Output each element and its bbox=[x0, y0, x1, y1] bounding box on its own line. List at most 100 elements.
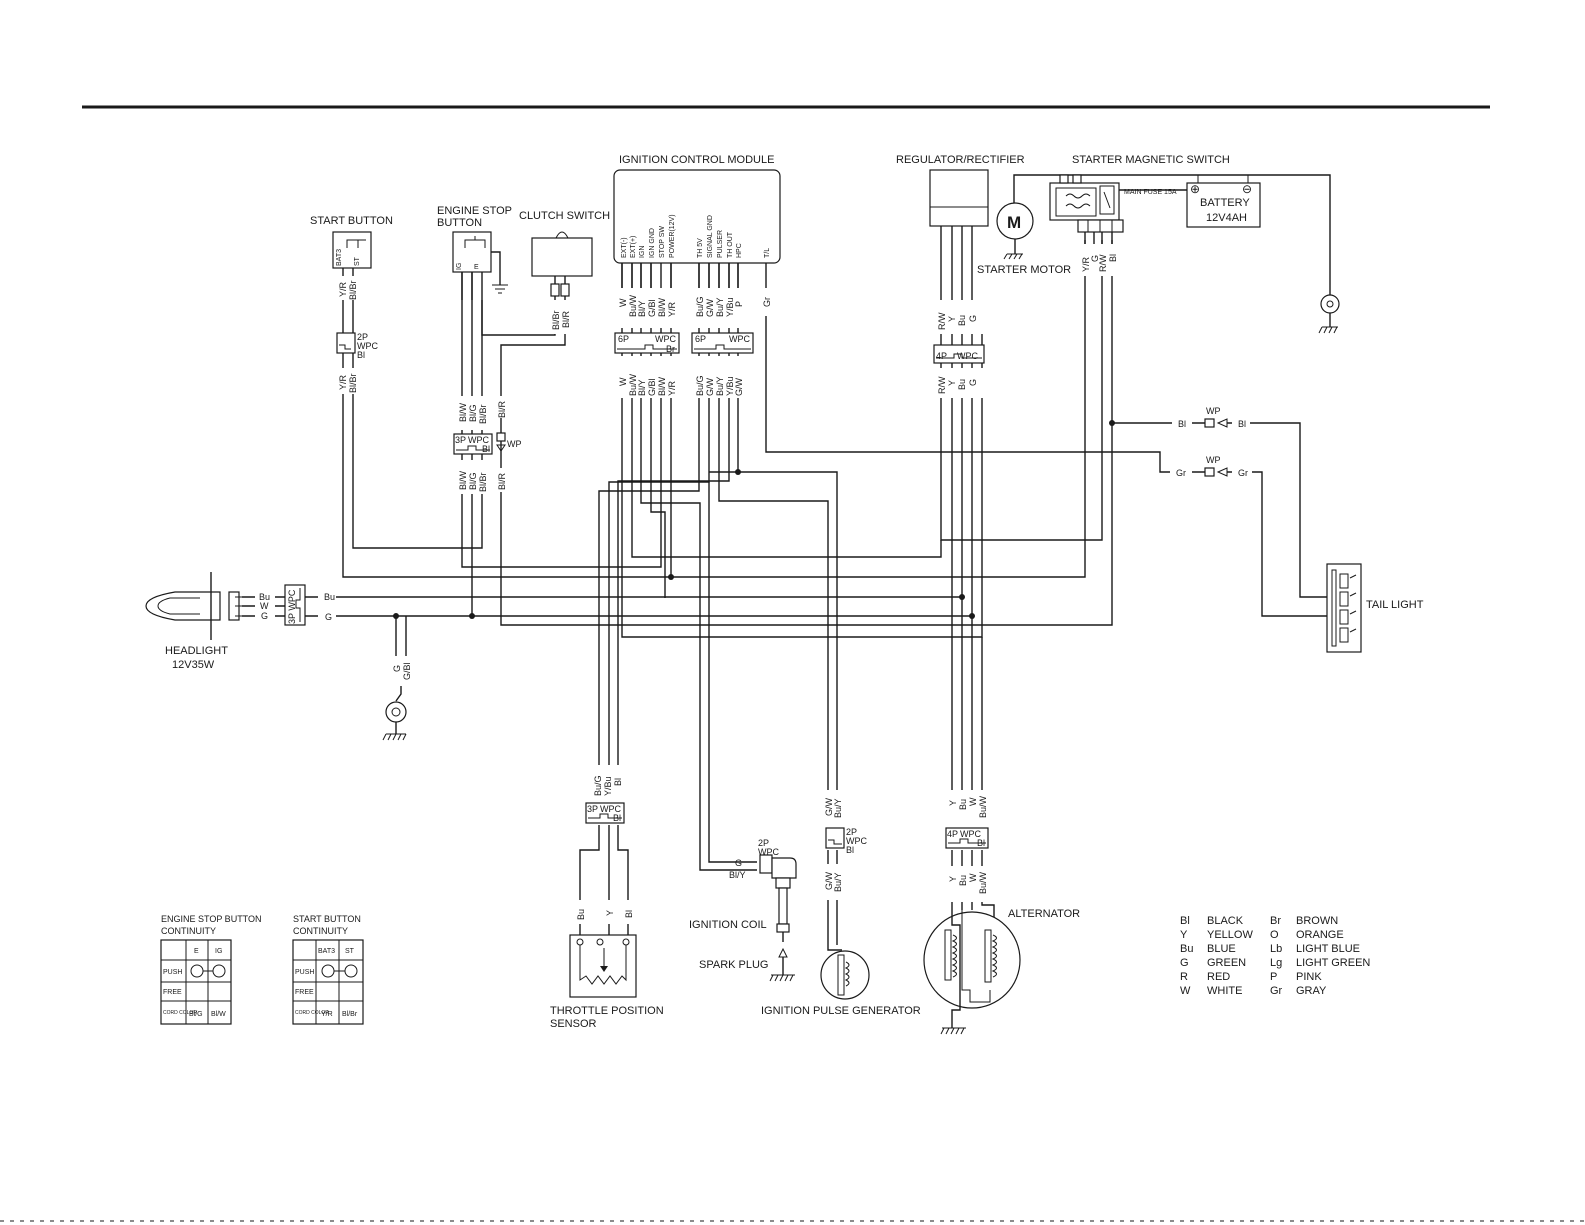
legend-code-3: G bbox=[1180, 957, 1189, 969]
alternator-label: ALTERNATOR bbox=[1008, 908, 1080, 920]
legend-name-7: ORANGE bbox=[1296, 929, 1344, 941]
pulse-wire-buy-b: Bu/Y bbox=[833, 872, 843, 892]
pulse-wire-buy: Bu/Y bbox=[833, 798, 843, 818]
es-row-free: FREE bbox=[163, 989, 182, 996]
throttle-position-sensor: Bu/G Y/Bu Bl 3P WPC Bl Bu Y Bl THROTTLE … bbox=[550, 765, 664, 1030]
es-cord-2: Bl/W bbox=[211, 1011, 226, 1018]
icm-pin-ext-pos: EXT(+) bbox=[630, 236, 637, 258]
sb-row-free: FREE bbox=[295, 989, 314, 996]
clutch-switch-label: CLUTCH SWITCH bbox=[519, 210, 610, 222]
tps-wpc: WPC bbox=[600, 804, 621, 814]
legend-code-8: Lb bbox=[1270, 943, 1282, 955]
icm-wire-w-b: W bbox=[618, 377, 628, 386]
icm-pin-th5v: TH 5V bbox=[697, 238, 704, 258]
headlight-rating: 12V35W bbox=[172, 659, 215, 671]
battery: ⊕ ⊖ BATTERY 12V4AH bbox=[1186, 175, 1340, 334]
headlight-wire-bu: Bu bbox=[259, 592, 270, 602]
pulse-wpc: WPC bbox=[846, 836, 867, 846]
coil-wire-g: G bbox=[735, 858, 742, 868]
legend-code-10: P bbox=[1270, 971, 1277, 983]
headlight-3p-wpc: 3P WPC bbox=[287, 589, 297, 624]
c6p-right-type: WPC bbox=[729, 334, 750, 344]
start-wire-yr: Y/R bbox=[338, 281, 348, 297]
icm-pin-ign: IGN bbox=[639, 246, 646, 258]
legend-name-6: BROWN bbox=[1296, 915, 1338, 927]
icm-wire-gbl: G/Bl bbox=[647, 299, 657, 317]
legend-name-4: RED bbox=[1207, 971, 1230, 983]
engine-stop-wire-blw-b: Bl/W bbox=[458, 470, 468, 490]
alt-wire-y-b: Y bbox=[948, 876, 958, 882]
legend-code-5: W bbox=[1180, 985, 1191, 997]
engine-stop-bl: Bl bbox=[482, 444, 490, 454]
coil-wpc: WPC bbox=[758, 847, 779, 857]
tps-wire-ybu: Y/Bu bbox=[603, 776, 613, 796]
legend-name-11: GRAY bbox=[1296, 985, 1327, 997]
icm-pin-ext-neg: EXT(-) bbox=[621, 237, 628, 258]
icm-wire-w: W bbox=[618, 298, 628, 307]
pulse-wire-gw-b: G/W bbox=[824, 871, 834, 890]
alt-wire-w-b: W bbox=[968, 873, 978, 882]
legend-code-6: Br bbox=[1270, 915, 1281, 927]
start-2p: 2P bbox=[357, 332, 368, 342]
engine-stop-e: E bbox=[474, 264, 479, 271]
engine-stop-wire-blbr: Bl/Br bbox=[478, 404, 488, 424]
tps-label-1: THROTTLE POSITION bbox=[550, 1005, 664, 1017]
tps-wire-y-b: Y bbox=[605, 910, 615, 916]
bus-wires bbox=[305, 174, 1331, 951]
clutch-wp-wire-b: Bl/R bbox=[497, 472, 507, 490]
icm-wire-blw: Bl/W bbox=[657, 297, 667, 317]
engine-stop-continuity-table: ENGINE STOP BUTTON CONTINUITY E IG PUSH … bbox=[160, 914, 262, 1025]
frame-ground: G G/Bl bbox=[382, 656, 412, 741]
engine-stop-label-1: ENGINE STOP bbox=[437, 205, 512, 217]
battery-rating: 12V4AH bbox=[1206, 212, 1247, 224]
c6p-right-size: 6P bbox=[695, 334, 706, 344]
spark-plug-label: SPARK PLUG bbox=[699, 959, 769, 971]
legend-code-11: Gr bbox=[1270, 985, 1283, 997]
reg-wire-bu: Bu bbox=[957, 315, 967, 326]
icm-wire-labels: W Bu/W Bl/Y G/Bl Bl/W Y/R Bu/G G/W Bu/Y … bbox=[615, 288, 773, 328]
alt-wire-bu: Bu bbox=[958, 799, 968, 810]
headlight-wire-w: W bbox=[260, 601, 269, 611]
start-button-label: START BUTTON bbox=[310, 215, 393, 227]
tps-bl: Bl bbox=[613, 813, 621, 823]
tail-wp-2: WP bbox=[1206, 455, 1221, 465]
icm-wire-gbl-b: G/Bl bbox=[647, 378, 657, 396]
starter-motor: M STARTER MOTOR bbox=[977, 202, 1071, 276]
es-col-e: E bbox=[194, 948, 199, 955]
start-bl: Bl bbox=[357, 350, 365, 360]
connector-6p-left: 6P WPC Br bbox=[614, 332, 680, 354]
ground-wire-gbl: G/Bl bbox=[402, 662, 412, 680]
clutch-wp: WP bbox=[507, 439, 522, 449]
tps-wire-bl-b: Bl bbox=[624, 910, 634, 918]
c6p-left-size: 6P bbox=[618, 334, 629, 344]
start-wire-blbr: Bl/Br bbox=[348, 280, 358, 300]
legend-name-5: WHITE bbox=[1207, 985, 1242, 997]
icm-wire-labels-below: W Bu/W Bl/Y G/Bl Bl/W Y/R Bu/G G/W Bu/Y … bbox=[615, 356, 746, 398]
icm-pin-power: POWER(12V) bbox=[669, 214, 676, 258]
icm-pin-ign-gnd: IGN GND bbox=[649, 228, 656, 258]
alt-wire-buw-b: Bu/W bbox=[978, 871, 988, 894]
clutch-wp-wire: Bl/R bbox=[497, 400, 507, 418]
sb-col-bat3: BAT3 bbox=[318, 948, 335, 955]
start-button-continuity-table: START BUTTON CONTINUITY BAT3 ST PUSH FRE… bbox=[292, 914, 364, 1025]
sb-row-push: PUSH bbox=[295, 969, 314, 976]
legend-code-1: Y bbox=[1180, 929, 1188, 941]
ground-wire-g: G bbox=[392, 665, 402, 672]
start-wpc: WPC bbox=[357, 341, 378, 351]
battery-minus-icon: ⊖ bbox=[1242, 182, 1252, 196]
coil-2p: 2P bbox=[758, 838, 769, 848]
starter-wire-bl: Bl bbox=[1108, 254, 1118, 262]
alternator: Y Bu W Bu/W 4P WPC Bl Y Bu W Bu/W ALTERN… bbox=[923, 790, 1080, 1035]
es-row-push: PUSH bbox=[163, 969, 182, 976]
es-table-title-2: CONTINUITY bbox=[161, 926, 216, 936]
regulator-label: REGULATOR/RECTIFIER bbox=[896, 154, 1025, 166]
main-fuse-label: MAIN FUSE 15A bbox=[1124, 189, 1177, 196]
junction-dots bbox=[393, 420, 1115, 619]
es-cord-1: Bl/G bbox=[189, 1011, 203, 1018]
legend-name-10: PINK bbox=[1296, 971, 1322, 983]
icm-pin-pulser: PULSER bbox=[717, 230, 724, 258]
icm-wire-buy-b: Bu/Y bbox=[715, 376, 725, 396]
tail-wp-1: WP bbox=[1206, 406, 1221, 416]
legend-code-4: R bbox=[1180, 971, 1188, 983]
